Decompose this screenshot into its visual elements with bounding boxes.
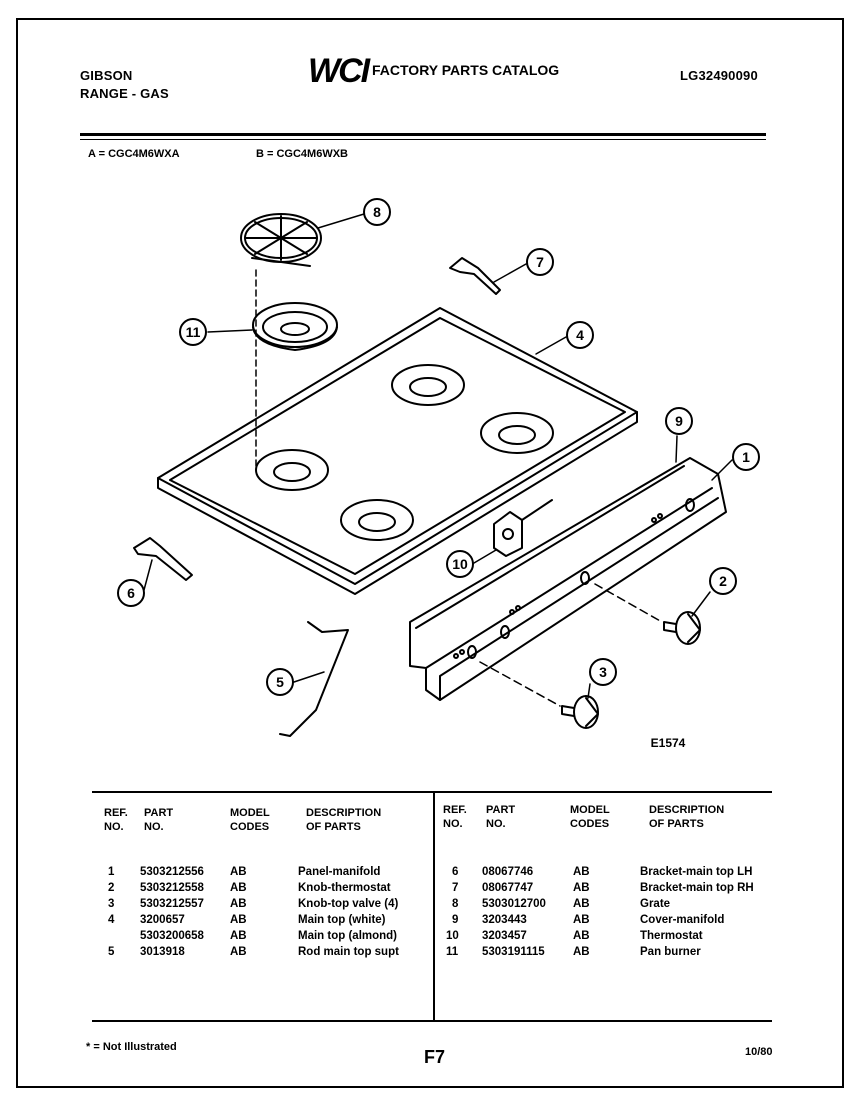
desc-cell: Grate (640, 898, 671, 910)
desc-cell: Knob-thermostat (298, 882, 391, 894)
brand-name: GIBSON (80, 68, 133, 83)
desc-cell: Main top (white) (298, 914, 386, 926)
ref-cell: 4 (108, 914, 115, 926)
grate-part (240, 213, 322, 267)
ref-cell: 6 (452, 866, 459, 878)
desc-cell: Cover-manifold (640, 914, 725, 926)
desc-cell: Rod main top supt (298, 946, 399, 958)
desc-cell: Panel-manifold (298, 866, 381, 878)
codes-cell: AB (573, 930, 590, 942)
ref-cell: 9 (452, 914, 459, 926)
header-rule-thin (80, 139, 766, 140)
catalog-number: LG32490090 (680, 68, 758, 83)
leader-lines (143, 213, 733, 699)
codes-cell: AB (230, 946, 247, 958)
ref-cell: 1 (108, 866, 115, 878)
callout-8: 8 (373, 204, 381, 220)
table-divider (433, 793, 435, 1020)
callout-11: 11 (186, 324, 201, 340)
ref-cell: 5 (108, 946, 115, 958)
header-ref-right: REF.NO. (443, 804, 467, 830)
ref-cell: 7 (452, 882, 459, 894)
bracket-lh-part (133, 537, 193, 581)
part-cell: 5303212557 (140, 898, 204, 910)
thermostat-part (493, 499, 553, 557)
ref-cell: 11 (446, 946, 459, 958)
header-ref: REF.NO. (104, 807, 128, 833)
codes-cell: AB (573, 946, 590, 958)
desc-cell: Bracket-main top LH (640, 866, 753, 878)
model-b: B = CGC4M6WXB (256, 148, 348, 160)
ref-cell: 8 (452, 898, 459, 910)
product-type: RANGE - GAS (80, 86, 169, 101)
table-top-rule (92, 791, 772, 793)
callout-circles (117, 198, 760, 696)
ref-cell: 10 (446, 930, 459, 942)
desc-cell: Knob-top valve (4) (298, 898, 399, 910)
catalog-title: FACTORY PARTS CATALOG (372, 62, 560, 78)
callout-4: 4 (576, 327, 584, 343)
desc-cell: Thermostat (640, 930, 703, 942)
part-cell: 3203443 (482, 914, 527, 926)
main-top-part (157, 307, 638, 595)
callout-9: 9 (675, 413, 683, 429)
table-bottom-rule (92, 1020, 772, 1022)
part-cell: 08067746 (482, 866, 534, 878)
codes-cell: AB (230, 898, 247, 910)
manifold-panel-part (409, 457, 727, 701)
part-cell: 3203457 (482, 930, 527, 942)
wci-logo: WCI (308, 52, 370, 90)
part-cell: 5303012700 (482, 898, 546, 910)
page-frame (16, 18, 844, 1088)
codes-cell: AB (573, 882, 590, 894)
codes-cell: AB (230, 882, 247, 894)
part-cell: 3200657 (140, 914, 185, 926)
part-cell: 5303212556 (140, 866, 204, 878)
codes-cell: AB (230, 866, 247, 878)
pan-burner-part (252, 302, 338, 351)
desc-cell: Pan burner (640, 946, 701, 958)
model-a: A = CGC4M6WXA (88, 148, 180, 160)
callout-2: 2 (719, 573, 727, 589)
callout-1: 1 (742, 449, 750, 465)
codes-cell: AB (230, 914, 247, 926)
codes-cell: AB (230, 930, 247, 942)
page-number: F7 (424, 1047, 446, 1067)
codes-cell: AB (573, 866, 590, 878)
ref-cell: 3 (108, 898, 115, 910)
callout-10: 10 (452, 556, 468, 572)
header-rule (80, 133, 766, 136)
knob-thermostat-part (663, 611, 701, 645)
ref-cell: 2 (108, 882, 115, 894)
callout-3: 3 (599, 664, 607, 680)
revision-date: 10/80 (745, 1046, 773, 1058)
diagram-code: E1574 (651, 736, 686, 750)
part-cell: 3013918 (140, 946, 185, 958)
callout-6: 6 (127, 585, 135, 601)
desc-cell: Bracket-main top RH (640, 882, 754, 894)
callout-7: 7 (536, 254, 544, 270)
not-illustrated-note: * = Not Illustrated (86, 1041, 177, 1053)
part-cell: 08067747 (482, 882, 534, 894)
codes-cell: AB (573, 914, 590, 926)
codes-cell: AB (573, 898, 590, 910)
rod-part (279, 621, 349, 737)
knob-top-valve-part (561, 695, 599, 729)
part-cell: 5303200658 (140, 930, 204, 942)
part-cell: 5303191115 (482, 946, 545, 958)
callout-5: 5 (276, 674, 284, 690)
bracket-rh-part (449, 257, 501, 295)
desc-cell: Main top (almond) (298, 930, 398, 942)
part-cell: 5303212558 (140, 882, 204, 894)
